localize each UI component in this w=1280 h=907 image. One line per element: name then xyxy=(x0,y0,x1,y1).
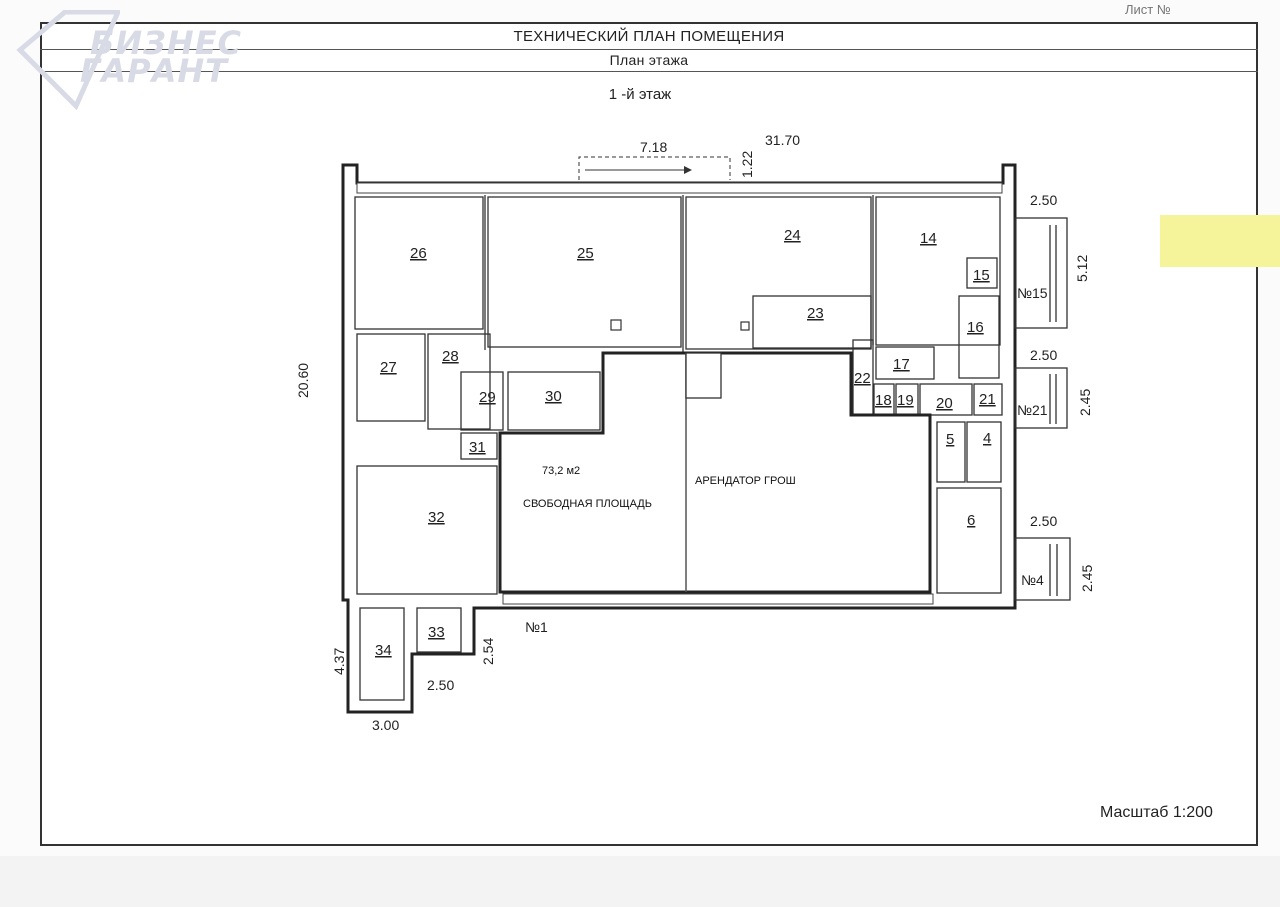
leased-area-outline xyxy=(498,351,932,594)
top-window-strip xyxy=(356,182,1003,194)
room-34-outline xyxy=(359,607,405,701)
top-extension-dashed xyxy=(578,156,731,180)
room-32-label: 32 xyxy=(428,509,445,526)
room-14-label: 14 xyxy=(920,230,937,247)
logo-line-2: ГАРАНТ xyxy=(80,52,228,90)
room-19-label: 19 xyxy=(897,392,914,409)
room-33-outline xyxy=(416,607,462,653)
logo: БИЗНЕС ГАРАНТ xyxy=(10,10,280,110)
room-32-outline xyxy=(356,465,498,595)
sheet-number: Лист № xyxy=(1125,2,1171,17)
room-17-label: 17 xyxy=(893,356,910,373)
dimension-2-50-c: 2.50 xyxy=(1030,513,1057,529)
dimension-2-45-a: 2.45 xyxy=(1077,389,1093,416)
porch-21 xyxy=(1014,367,1068,429)
dimension-2-54: 2.54 xyxy=(480,638,496,665)
room-23-outline xyxy=(752,295,872,349)
logo-diamond-icon xyxy=(16,10,120,110)
room-26-outline xyxy=(354,196,484,330)
column xyxy=(610,319,622,331)
room-30-outline xyxy=(507,371,601,431)
room-28-outline xyxy=(427,333,491,430)
dimension-2-45-b: 2.45 xyxy=(1079,565,1095,592)
subtitle-row: План этажа xyxy=(40,50,1258,72)
room-15-label: 15 xyxy=(973,267,990,284)
free-area-annotation: СВОБОДНАЯ ПЛОЩАДЬ xyxy=(523,498,652,510)
room-4-outline xyxy=(966,421,1002,483)
room-34-label: 34 xyxy=(375,642,392,659)
room-31-label: 31 xyxy=(469,439,486,456)
dimension-2-50-a: 2.50 xyxy=(1030,192,1057,208)
room-14-outline xyxy=(875,196,1001,346)
dimension-5-12: 5.12 xyxy=(1074,255,1090,282)
room-23-label: 23 xyxy=(807,305,824,322)
room-20-outline xyxy=(919,383,973,416)
room-24-outline xyxy=(685,196,872,350)
tenant-annotation: АРЕНДАТОР ГРОШ xyxy=(695,475,796,487)
page-bottom-strip xyxy=(0,856,1280,907)
dimension-7-18: 7.18 xyxy=(640,139,667,155)
room-15-outline xyxy=(966,257,998,289)
room-26-label: 26 xyxy=(410,245,427,262)
bottom-window-strip xyxy=(502,593,934,605)
room-17-outline xyxy=(875,346,935,380)
room-31-outline xyxy=(460,432,498,460)
title-row: ТЕХНИЧЕСКИЙ ПЛАН ПОМЕЩЕНИЯ xyxy=(40,22,1258,50)
room-30-label: 30 xyxy=(545,388,562,405)
room-24-label: 24 xyxy=(784,227,801,244)
dimension-2-50-d: 2.50 xyxy=(427,677,454,693)
room-25-label: 25 xyxy=(577,245,594,262)
room-20-label: 20 xyxy=(936,395,953,412)
dimension-1-22: 1.22 xyxy=(739,151,755,178)
dimension-20-60: 20.60 xyxy=(295,363,311,398)
room-16-outline xyxy=(958,295,1000,379)
room-28-label: 28 xyxy=(442,348,459,365)
room-6-label: 6 xyxy=(967,512,975,529)
dimension-3-00: 3.00 xyxy=(372,717,399,733)
room-22-label: 22 xyxy=(854,370,871,387)
room-33-label: 33 xyxy=(428,624,445,641)
room-25-outline xyxy=(487,196,682,348)
logo-line-1: БИЗНЕС xyxy=(90,24,243,62)
room-21-label: 21 xyxy=(979,391,996,408)
room-5-label: 5 xyxy=(946,431,954,448)
room-5-outline xyxy=(936,421,966,483)
dimension-4-37: 4.37 xyxy=(331,648,347,675)
column-box xyxy=(685,352,722,399)
room-29-label: 29 xyxy=(479,389,496,406)
room-16-label: 16 xyxy=(967,319,984,336)
dimension-2-50-b: 2.50 xyxy=(1030,347,1057,363)
room-29-outline xyxy=(460,371,504,431)
room-27-outline xyxy=(356,333,426,422)
room-4-label: 4 xyxy=(983,430,991,447)
area-annotation: 73,2 м2 xyxy=(542,465,580,477)
scale-label: Масштаб 1:200 xyxy=(1100,804,1213,821)
entrance-1-label: №1 xyxy=(525,619,548,635)
drawing-frame xyxy=(40,22,1258,846)
column xyxy=(740,321,750,331)
plan-title: ТЕХНИЧЕСКИЙ ПЛАН ПОМЕЩЕНИЯ xyxy=(513,28,785,45)
entrance-15-label: №15 xyxy=(1017,285,1048,301)
room-18-label: 18 xyxy=(875,392,892,409)
room-21-outline xyxy=(973,383,1003,416)
entrance-4-label: №4 xyxy=(1021,572,1044,588)
entrance-21-label: №21 xyxy=(1017,402,1048,418)
room-6-outline xyxy=(936,487,1002,594)
dimension-31-70: 31.70 xyxy=(765,132,800,148)
porch-4 xyxy=(1014,537,1071,601)
arrow-right-icon xyxy=(684,166,692,174)
plan-subtitle: План этажа xyxy=(609,52,689,68)
highlight-sticker xyxy=(1160,215,1280,267)
room-27-label: 27 xyxy=(380,359,397,376)
porch-15 xyxy=(1014,217,1068,329)
floor-label: 1 -й этаж xyxy=(608,86,672,103)
